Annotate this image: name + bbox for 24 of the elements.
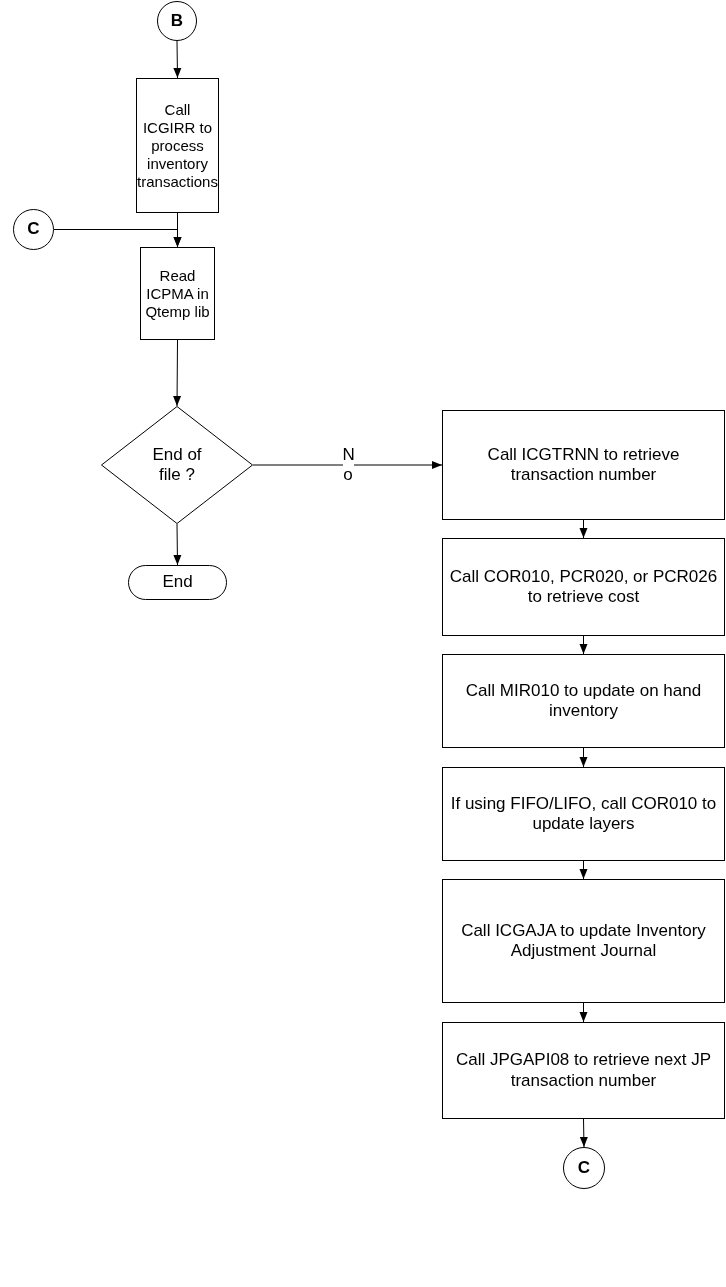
arrow — [53, 229, 182, 248]
arrow — [579, 1002, 588, 1023]
process-box: Call MIR010 to update on hand inventory — [442, 654, 725, 748]
process-box: Read ICPMA in Qtemp lib — [140, 247, 215, 340]
arrow — [579, 860, 588, 880]
arrow — [579, 747, 588, 768]
connector-circle: C — [563, 1147, 605, 1189]
process-box: Call ICGIRR to process inventory transactions — [136, 78, 219, 213]
terminator: End — [128, 565, 227, 600]
arrow — [579, 1118, 588, 1148]
arrow — [252, 461, 443, 469]
process-box: Call JPGAPI08 to retrieve next JP transaction number — [442, 1022, 725, 1119]
arrow — [579, 519, 588, 539]
process-box: Call ICGTRNN to retrieve transaction number — [442, 410, 725, 520]
process-box: If using FIFO/LIFO, call COR010 to update layers — [442, 767, 725, 861]
decision-diamond: End of file ? — [101, 406, 253, 524]
arrow — [173, 523, 182, 566]
arrow — [173, 339, 182, 407]
arrow — [579, 635, 588, 655]
connector-circle: C — [13, 209, 54, 250]
process-box: Call ICGAJA to update Inventory Adjustment Journal — [442, 879, 725, 1003]
arrow — [173, 40, 182, 79]
connector-circle: B — [157, 1, 197, 41]
process-box: Call COR010, PCR020, or PCR026 to retrieve cost — [442, 538, 725, 636]
